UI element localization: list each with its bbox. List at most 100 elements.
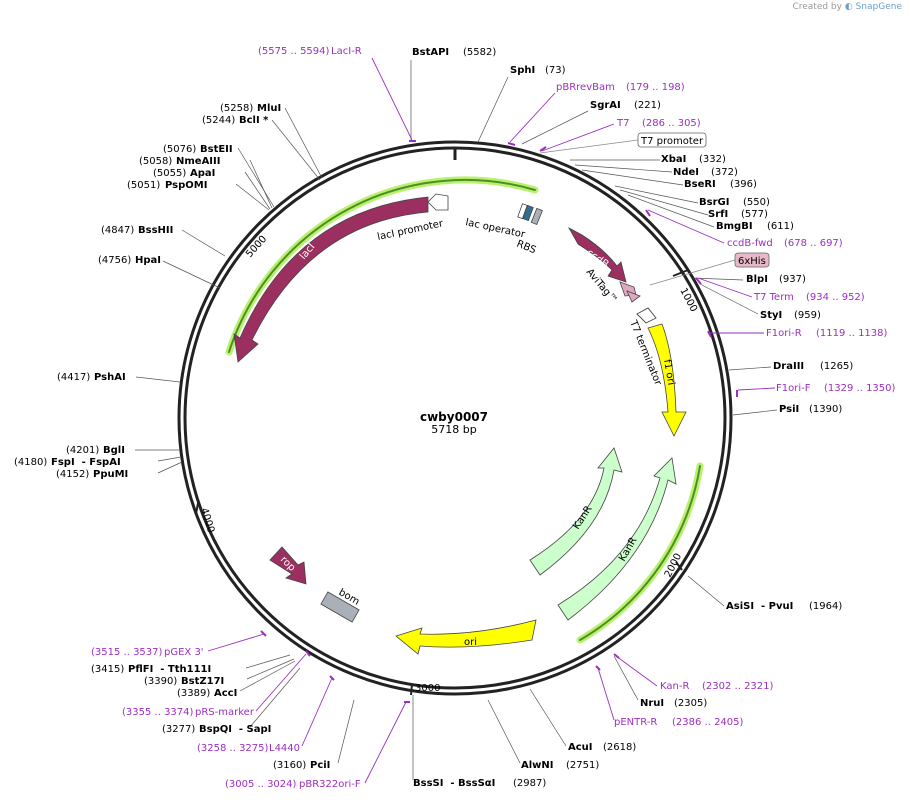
tick-label-3000: 3000 [415,683,440,694]
lac-operator-label: lac operator [464,217,526,241]
enzyme-fspi: FspI - FspAI [51,457,121,468]
enzyme-bstapi: BstAPI [412,47,449,58]
enzyme-bsshii: BssHII [138,225,173,236]
primer-laci-r: LacI-R [331,46,362,57]
enzyme-alwni: AlwNI [521,760,554,771]
enzyme-nrui: NruI [640,698,664,709]
enzyme-pcii-pos: (3160) [273,760,306,771]
enzyme-ppumi-pos: (4152) [56,469,89,480]
enzyme-bsteii: BstEII [200,144,233,155]
rop-feature [269,546,307,585]
primer-pgex3: pGEX 3' [164,647,204,658]
enzyme-styi: StyI [760,310,782,321]
primer-f1ori-f-range: (1329 .. 1350) [824,383,896,394]
t7-promoter-leader [539,139,639,154]
enzyme-xbai-pos: (332) [699,154,726,165]
enzyme-nmeaiii-pos: (5058) [139,156,172,167]
enzyme-beri: BseRI [684,179,716,190]
enzyme-pflfi-pos: (3415) [91,664,124,675]
snapgene-logo-icon: ◐ [844,2,853,12]
primer-pgex3-range: (3515 .. 3537) [91,647,163,658]
enzyme-bsshii-pos: (4847) [101,225,134,236]
watermark-prefix: Created by [792,2,842,12]
enzyme-acci-pos: (3389) [177,688,210,699]
enzyme-ppumi: PpuMI [93,469,128,480]
enzyme-bsteii-pos: (5076) [163,144,196,155]
orf-highlights [225,176,704,644]
enzyme-asisi-pvui: AsiSI - PvuI [726,601,793,612]
rbs-label: RBS [515,239,538,257]
enzyme-bstz17i-pos: (3390) [144,676,177,687]
primer-t7-range: (286 .. 305) [642,118,701,129]
enzyme-asisi-pvui-pos: (1964) [809,601,842,612]
tick-2000 [675,561,683,571]
backbone-outer-ring [177,140,733,696]
enzyme-beri-pos: (396) [730,179,757,190]
primer-kan-r-range: (2302 .. 2321) [702,681,774,692]
watermark-brand: SnapGene [855,2,902,12]
enzyme-apai-pos: (5055) [153,168,186,179]
lac-operator-core [522,204,534,222]
snapgene-watermark: Created by ◐ SnapGene [792,2,902,12]
enzyme-psii-pos: (1390) [809,404,842,415]
t7-promoter-box-label: T7 promoter [640,136,704,147]
ori-label: ori [464,637,477,648]
backbone [177,140,733,696]
enzyme-apai: ApaI [190,168,215,179]
enzyme-draiii: DraIII [773,361,804,372]
enzyme-bspqi: BspQI - SapI [199,724,271,735]
features: ccdB AviTag™ T7 terminator f1 ori KanR K… [233,132,770,655]
t7-terminator-feature [636,307,657,324]
plasmid-name: cwby0007 [420,410,488,424]
bom-feature [320,591,360,623]
enzyme-bgli-pos: (4201) [66,445,99,456]
enzyme-sphi-pos: (73) [545,65,566,76]
enzyme-bsssi: BssSI - BssSαI [413,778,495,789]
laci-promoter-feature [427,193,449,211]
primer-pentr-r-range: (2386 .. 2405) [672,717,744,728]
enzyme-sphi: SphI [510,65,535,76]
enzyme-hpai-pos: (4756) [98,255,131,266]
enzyme-bstz17i: BstZ17I [181,676,224,687]
tick-4000 [195,502,199,515]
primer-kan-r: Kan-R [660,681,689,692]
enzyme-bcli: BclI * [239,115,269,126]
primer-pbr322ori-f-range: (3005 .. 3024) [225,779,297,790]
primer-t7-term-range: (934 .. 952) [806,292,865,303]
primer-t7: T7 [616,118,629,129]
enzyme-srfi: SrfI [708,209,728,220]
primer-ccdb-fwd-range: (678 .. 697) [784,238,843,249]
enzyme-acui: AcuI [568,742,593,753]
ccdb-feature [567,226,627,283]
enzyme-ndei-pos: (372) [711,167,738,178]
primer-prs-marker-range: (3355 .. 3374) [122,707,194,718]
primer-f1ori-f: F1ori-F [776,383,811,394]
his-tag-leader [649,259,736,286]
avitag-part-2 [626,290,641,303]
enzyme-bstapi-pos: (5582) [463,47,496,58]
enzyme-bsssi-pos: (2987) [513,778,546,789]
primer-ccdb-fwd: ccdB-fwd [727,238,773,249]
enzyme-bmgbi: BmgBI [716,221,753,232]
enzyme-alwni-pos: (2751) [566,760,599,771]
primer-f1ori-r-range: (1119 .. 1138) [816,328,888,339]
enzyme-xbai: XbaI [661,154,686,165]
enzyme-bsrgi-pos: (550) [743,197,770,208]
rbs-feature [530,207,543,226]
enzyme-pspomi: PspOMI [165,180,207,191]
orf-arc-laci-core [228,179,536,353]
primer-labels: (5575 .. 5594) LacI-R pBRrevBam (179 .. … [91,46,896,790]
kanr-feature-1 [557,457,677,621]
tick-label-1000: 1000 [677,286,699,314]
enzyme-bcli-pos: (5244) [202,115,235,126]
enzyme-leader-lines [135,60,778,780]
primer-l4440: L4440 [269,743,300,754]
primer-pbr322ori-f: pBR322ori-F [299,779,361,790]
plasmid-length: 5718 bp [431,423,476,436]
enzyme-acci: AccI [214,688,237,699]
enzyme-pshai: PshAI [94,372,126,383]
primer-f1ori-r: F1ori-R [766,328,802,339]
enzyme-pspomi-pos: (5051) [127,180,160,191]
primer-prs-marker: pRS-marker [195,707,255,718]
